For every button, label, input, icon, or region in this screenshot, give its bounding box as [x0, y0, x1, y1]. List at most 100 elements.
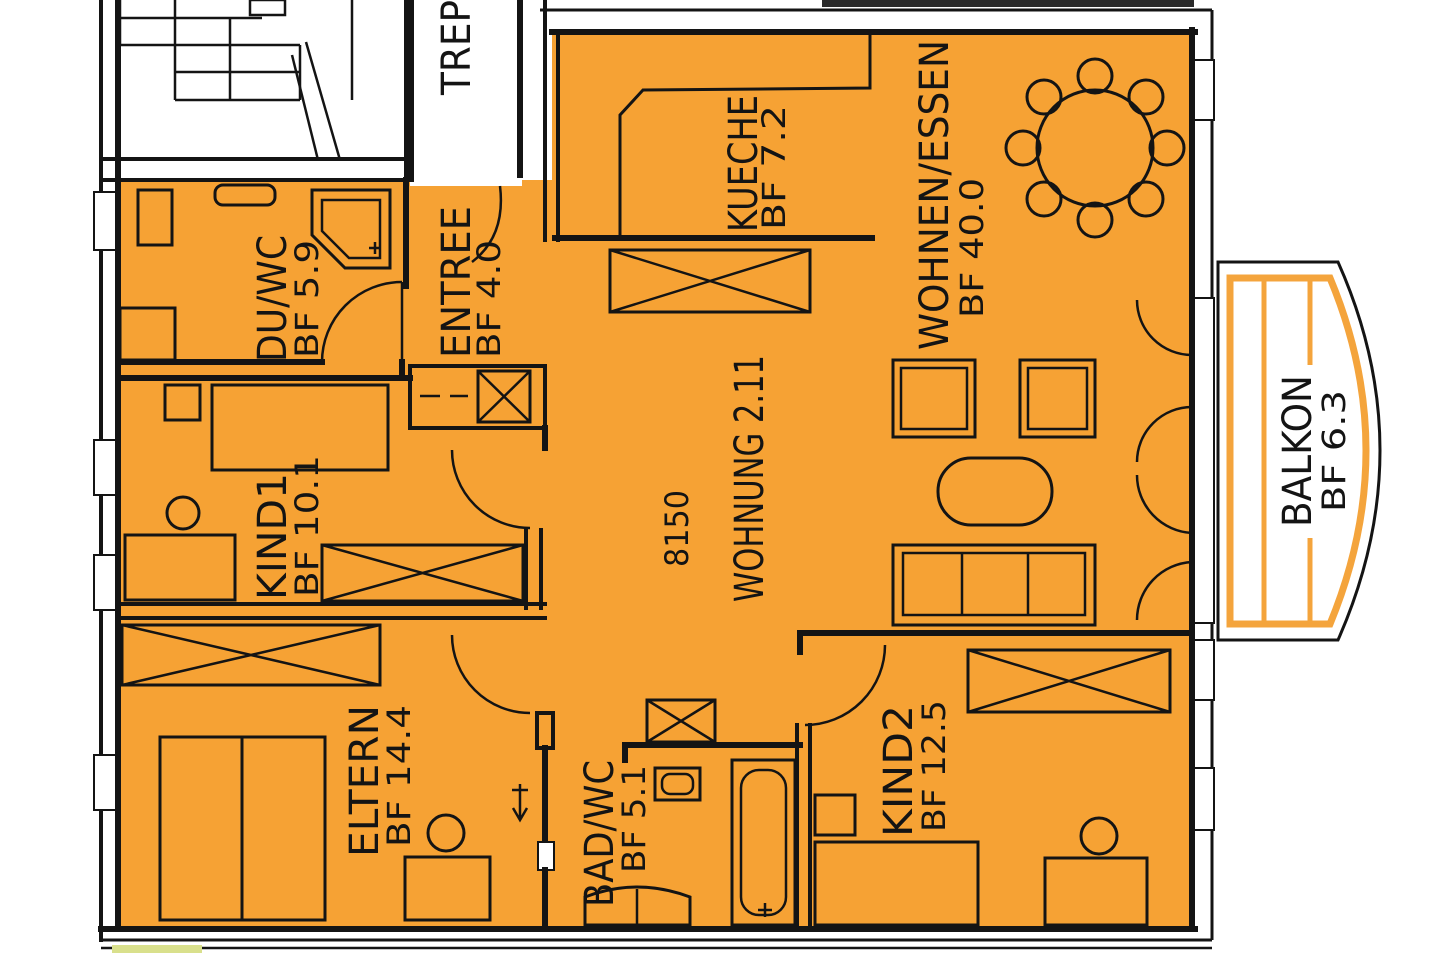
balcony-door-swing: [1135, 474, 1193, 535]
room-name-eltern: ELTERN: [342, 705, 388, 857]
dining-chair: [1025, 180, 1063, 218]
nightstand: [813, 793, 857, 837]
stair-railing: [290, 54, 320, 161]
room-area-eltern: BF 14.4: [380, 705, 418, 847]
desk-chair: [1079, 816, 1119, 856]
wardrobe: [320, 543, 525, 603]
dining-chair: [1127, 180, 1165, 218]
armchair-seat: [1026, 366, 1089, 431]
toilet: [136, 188, 174, 247]
dining-chair: [1076, 57, 1114, 95]
apartment-floor: [118, 32, 1192, 929]
shower-tray-inner: [320, 198, 382, 260]
shaft-cross: [477, 370, 531, 423]
bathtub-basin: [739, 768, 788, 917]
room-area-balkon: BF 6.3: [1315, 390, 1353, 512]
armchair: [1018, 358, 1097, 439]
room-kind2: KIND2 BF 12.5: [797, 630, 1195, 927]
toilet-seat: [660, 772, 695, 796]
desk-chair: [426, 813, 466, 853]
room-kind1: KIND1 BF 10.1: [115, 375, 548, 620]
bathtub: [730, 758, 797, 927]
shaft-cross: [646, 698, 716, 744]
balcony-railing: [1226, 274, 1370, 628]
door-swing: [450, 449, 531, 530]
bed: [210, 383, 390, 472]
room-name-wohnen-essen: WOHNEN/ESSEN: [912, 40, 958, 350]
room-name-kind1: KIND1: [250, 473, 296, 600]
room-name-entree: ENTREE: [434, 206, 480, 358]
kitchen-counter: [618, 32, 872, 236]
apartment-label: 8150 WOHNUNG 2.11: [658, 355, 773, 602]
bottom-neighbor-strip: [112, 945, 202, 953]
armchair: [891, 358, 977, 439]
window: [93, 554, 117, 611]
balcony-outline: [1216, 260, 1382, 642]
bath-door-frame: [537, 841, 555, 871]
stairwell-wall: [404, 0, 414, 182]
room-du-wc: DU/WC BF 5.9: [115, 177, 409, 381]
stair-newel: [248, 0, 287, 17]
room-area-entree: BF 4.0: [470, 240, 508, 358]
room-area-kueche: BF 7.2: [755, 105, 793, 230]
desk: [123, 533, 237, 602]
door-swing: [804, 644, 887, 727]
wardrobe-cross: [321, 543, 524, 603]
balcony-door-swing: [1135, 405, 1193, 463]
apartment-code: 8150: [658, 490, 696, 567]
door-swing: [320, 280, 403, 363]
apartment-name: WOHNUNG 2.11: [727, 355, 773, 602]
sofa-seat: [901, 551, 1087, 617]
entree-niche: [408, 364, 547, 430]
shower-tray: [310, 188, 392, 270]
desk: [403, 855, 492, 922]
toilet: [653, 766, 702, 802]
room-area-du-wc: BF 5.9: [288, 240, 326, 358]
dining-chair: [1148, 129, 1186, 167]
bed: [813, 840, 980, 927]
room-area-wohnen-essen: BF 40.0: [953, 178, 991, 318]
coffee-table: [936, 456, 1054, 527]
window: [1193, 59, 1215, 121]
wardrobe-cross: [967, 648, 1171, 714]
top-neighbor-band: [822, 0, 1194, 7]
window: [93, 754, 117, 811]
room-name-kueche: KUECHE: [721, 95, 767, 232]
room-balkon: BALKON BF 6.3: [1216, 260, 1382, 642]
washing-machine: [118, 306, 177, 362]
room-name-bad-wc: BAD/WC: [577, 760, 623, 907]
double-sink: [583, 885, 692, 927]
dining-chair: [1127, 78, 1165, 116]
desk-chair: [165, 495, 201, 531]
balcony-door-swing: [1135, 299, 1193, 357]
window: [93, 439, 117, 496]
room-kueche: KUECHE BF 7.2: [552, 32, 875, 314]
shower-drain-icon: [369, 242, 381, 254]
room-name-balkon: BALKON: [1275, 375, 1321, 527]
wardrobe: [120, 623, 382, 687]
dining-chair: [1004, 129, 1042, 167]
room-entree: ENTREE BF 4.0: [408, 185, 547, 430]
nightstand: [163, 383, 202, 422]
dining-chair: [1025, 78, 1063, 116]
bathtub-drain-icon: [758, 903, 772, 917]
window: [1193, 639, 1215, 701]
room-area-kind1: BF 10.1: [288, 455, 326, 597]
stairwell-label: TREP: [434, 0, 480, 96]
sink: [213, 183, 277, 207]
room-area-bad-wc: BF 5.1: [615, 765, 653, 873]
hall-cabinet: [608, 248, 812, 314]
hall-cabinet-cross: [609, 248, 811, 314]
wardrobe: [966, 648, 1172, 714]
room-area-kind2: BF 12.5: [915, 700, 953, 832]
desk: [1043, 856, 1149, 927]
stair-railing: [304, 41, 342, 161]
room-bad-wc: BAD/WC BF 5.1: [577, 698, 812, 931]
armchair-seat: [899, 366, 969, 431]
window: [1193, 767, 1215, 831]
room-name-kind2: KIND2: [876, 705, 922, 837]
shaft-box: [645, 698, 717, 744]
dining-table: [1035, 88, 1155, 208]
door-swing: [450, 634, 531, 715]
